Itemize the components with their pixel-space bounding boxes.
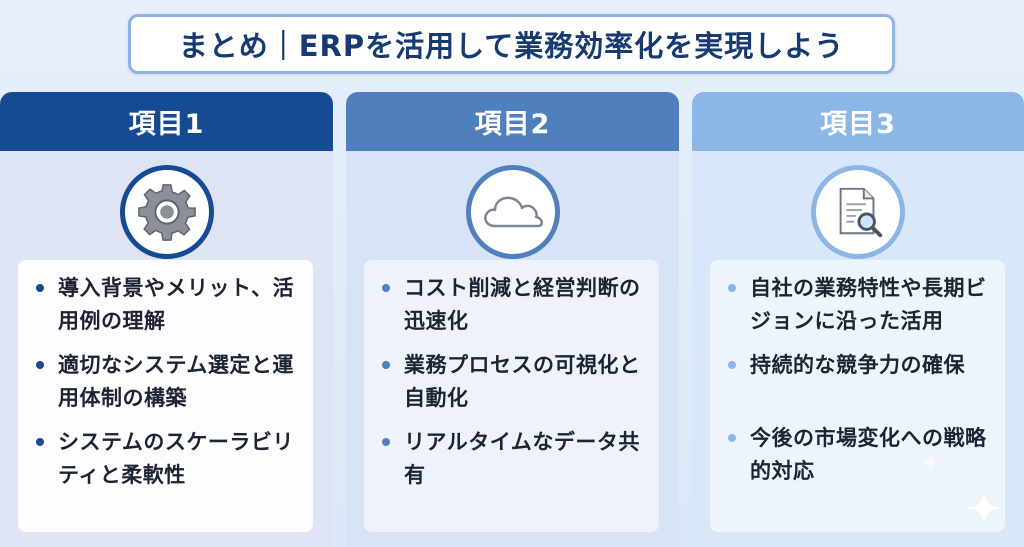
column-2-card: コスト削減と経営判断の迅速化 業務プロセスの可視化と自動化 リアルタイムなデータ… (364, 260, 659, 532)
column-3: 項目3 自社の業務特性や長期ビジョンに沿った活用 持続的な競争力の確保 今後の市… (692, 92, 1024, 547)
title-banner: まとめ｜ERPを活用して業務効率化を実現しよう (128, 14, 895, 74)
column-2-title: 項目2 (474, 109, 551, 140)
list-item: 持続的な競争力の確保 (724, 349, 995, 382)
list-item: リアルタイムなデータ共有 (378, 426, 649, 492)
column-2: 項目2 コスト削減と経営判断の迅速化 業務プロセスの可視化と自動化 リアルタイム… (346, 92, 679, 547)
list-item: 導入背景やメリット、活用例の理解 (32, 272, 303, 338)
column-1: 項目1 導入背景やメリット、活用例の理解 適切なシステム選定と運用体制の構築 シ… (0, 92, 333, 547)
column-1-title: 項目1 (128, 109, 205, 140)
list-item: 自社の業務特性や長期ビジョンに沿った活用 (724, 272, 995, 338)
column-2-header: 項目2 (346, 92, 679, 151)
list-item: システムのスケーラビリティと柔軟性 (32, 426, 303, 492)
list-item: 今後の市場変化への戦略的対応 (724, 422, 995, 488)
column-3-title: 項目3 (820, 109, 896, 140)
list-item: コスト削減と経営判断の迅速化 (378, 272, 649, 338)
sparkle-icon (966, 490, 1002, 526)
page-title: まとめ｜ERPを活用して業務効率化を実現しよう (178, 29, 845, 63)
column-1-header: 項目1 (0, 92, 333, 151)
column-3-card: 自社の業務特性や長期ビジョンに沿った活用 持続的な競争力の確保 今後の市場変化へ… (710, 260, 1005, 532)
document-search-icon (811, 165, 905, 259)
column-3-header: 項目3 (692, 92, 1024, 151)
cloud-icon (465, 165, 560, 259)
sparkle-icon (921, 453, 941, 473)
list-item: 業務プロセスの可視化と自動化 (378, 349, 649, 415)
list-item: 適切なシステム選定と運用体制の構築 (32, 349, 303, 415)
gear-icon (119, 165, 214, 259)
column-1-card: 導入背景やメリット、活用例の理解 適切なシステム選定と運用体制の構築 システムの… (18, 260, 313, 532)
